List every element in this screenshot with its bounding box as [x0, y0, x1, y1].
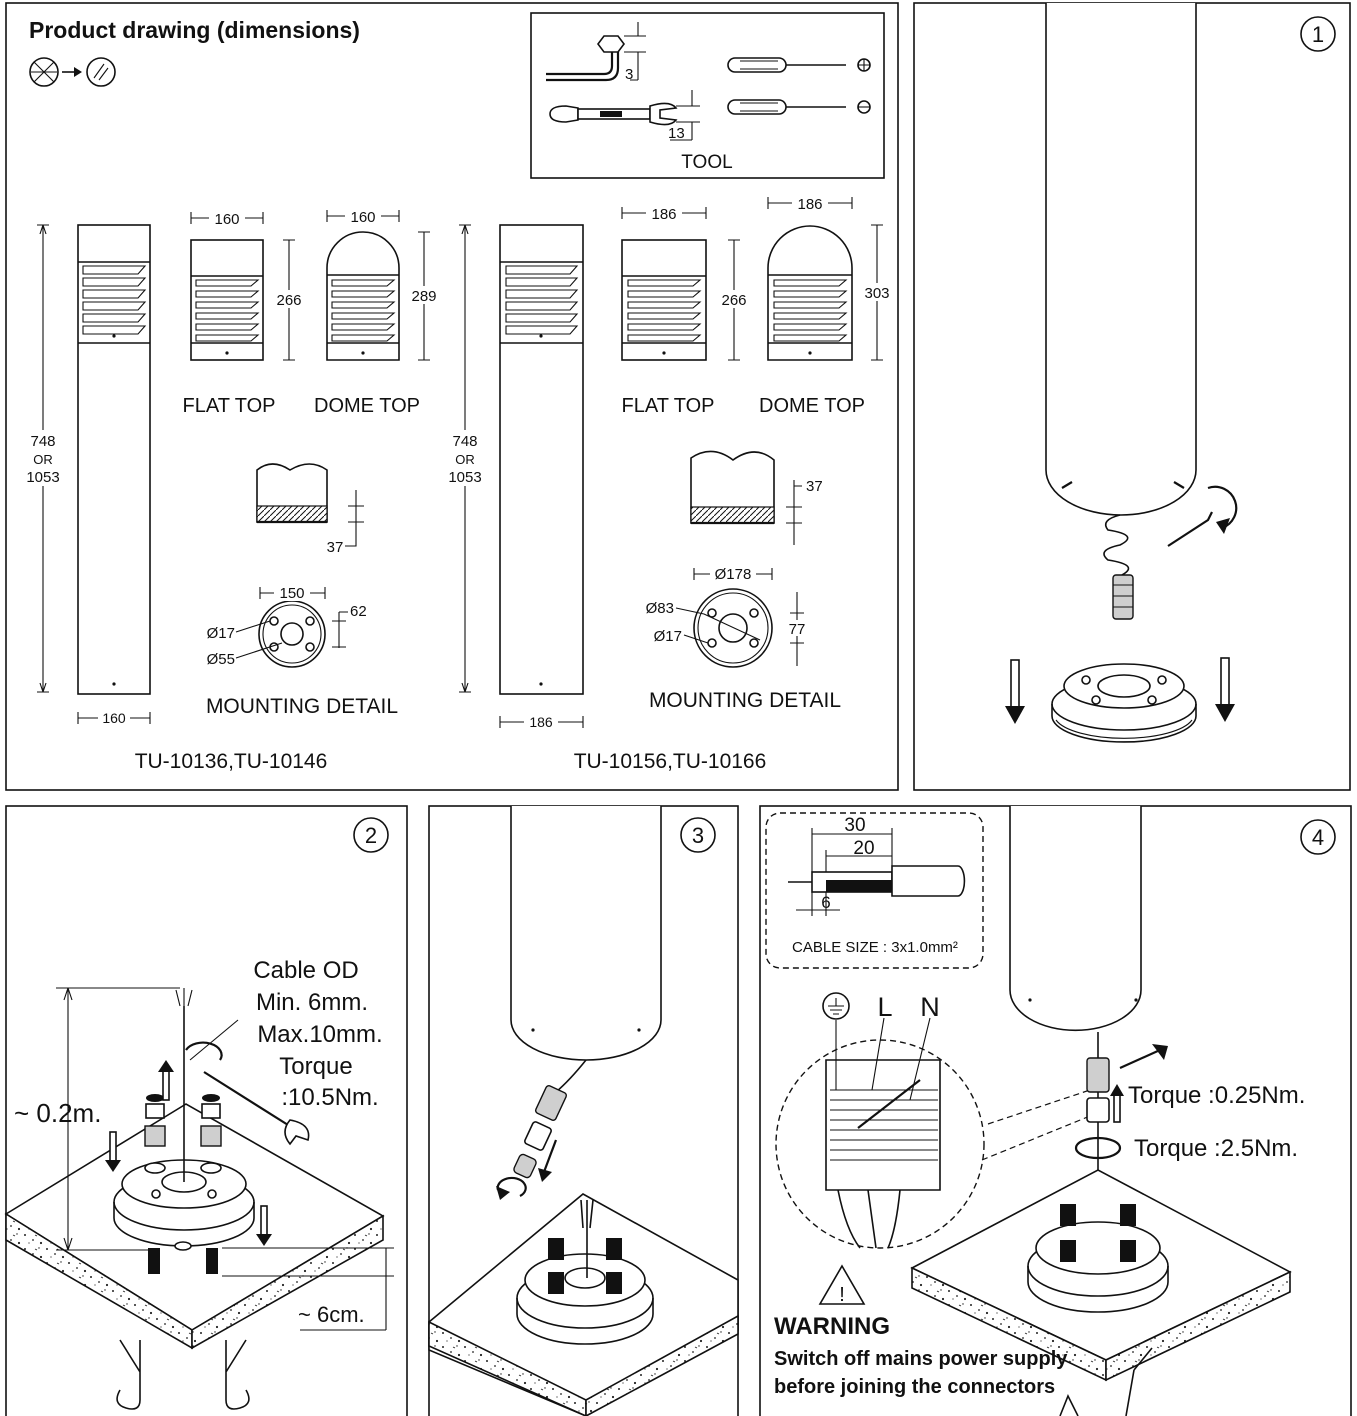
warning-exclamation: ! [839, 1284, 845, 1306]
hex-key-icon [546, 22, 646, 82]
strip-outer-length: 30 [844, 815, 865, 836]
cable-od-line5: :10.5Nm. [281, 1084, 378, 1111]
cable-od-line3: Max.10mm. [257, 1021, 382, 1048]
warning-title: WARNING [774, 1313, 890, 1340]
dome-top-a-label: DOME TOP [314, 395, 420, 417]
terminal-l: L [877, 992, 892, 1022]
hex-size-label: 3 [625, 66, 633, 83]
dome-top-b-height: 303 [864, 285, 889, 302]
flat-screwdriver-icon [727, 99, 871, 115]
mount-b-offset: 77 [789, 621, 806, 638]
step4-number: 4 [1312, 825, 1324, 850]
step2-number: 2 [365, 823, 377, 848]
step1-number: 1 [1312, 22, 1324, 47]
tool-label: TOOL [681, 152, 732, 173]
flat-top-a-label: FLAT TOP [183, 395, 276, 417]
cable-od-line2: Min. 6mm. [256, 989, 368, 1016]
mount-a-center: Ø55 [207, 651, 235, 668]
ground-symbol-icon [822, 992, 850, 1020]
warning-triangle-icon [818, 1264, 866, 1305]
step3-illustration [428, 806, 739, 1416]
model-b-height-1: 748 [452, 433, 477, 450]
spanner-size-label: 13 [668, 125, 685, 142]
flat-top-b-height: 266 [721, 292, 746, 309]
model-b-height-2: OR [455, 452, 475, 467]
phillips-screwdriver-icon [727, 57, 871, 73]
base-b-height: 37 [806, 478, 823, 495]
step2-panel-frame [5, 805, 408, 1416]
step3-number: 3 [692, 823, 704, 848]
base-a-height: 37 [327, 539, 344, 556]
step1-illustration [1005, 3, 1238, 743]
dome-top-b-width: 186 [797, 196, 822, 213]
flat-top-a-height: 266 [276, 292, 301, 309]
strip-inner-length: 20 [853, 838, 874, 859]
model-a-drawing [26, 208, 440, 726]
dome-top-b-label: DOME TOP [759, 395, 865, 417]
depth-note: ~ 6cm. [298, 1302, 365, 1327]
model-a-height-2: OR [33, 452, 53, 467]
torque-gland: Torque :2.5Nm. [1134, 1135, 1298, 1162]
mounting-b-label: MOUNTING DETAIL [649, 689, 841, 712]
dome-top-a-width: 160 [350, 209, 375, 226]
page-title: Product drawing (dimensions) [29, 17, 360, 43]
tool-box: 3 13 TOOL [530, 12, 885, 179]
mount-b-hole: Ø17 [654, 628, 682, 645]
mounting-a-label: MOUNTING DETAIL [206, 695, 398, 718]
model-a-height-1: 748 [30, 433, 55, 450]
step2-number-badge [353, 817, 389, 853]
step4-illustration [775, 806, 1292, 1416]
dome-top-a-height: 289 [411, 288, 436, 305]
model-b-height-3: 1053 [448, 469, 481, 486]
torque-connector: Torque :0.25Nm. [1128, 1082, 1305, 1109]
model-a-codes: TU-10136,TU-10146 [135, 750, 328, 773]
mount-b-center: Ø83 [646, 600, 674, 617]
cable-od-line4: Torque [279, 1053, 352, 1080]
terminal-n: N [920, 992, 940, 1022]
flat-top-b-label: FLAT TOP [622, 395, 715, 417]
height-note: ~ 0.2m. [14, 1098, 101, 1128]
mount-a-offset: 62 [350, 603, 367, 620]
glass-replace-icon [29, 57, 116, 87]
model-b-codes: TU-10156,TU-10166 [574, 750, 767, 773]
warning-line1: Switch off mains power supply [774, 1348, 1068, 1370]
mount-a-width: 150 [279, 585, 304, 602]
step3-number-badge [680, 817, 716, 853]
warning-line2: before joining the connectors [774, 1376, 1055, 1398]
spanner-icon [549, 90, 700, 141]
model-b-width: 186 [529, 714, 553, 730]
step4-number-badge [1300, 819, 1336, 855]
cable-size-label: CABLE SIZE : 3x1.0mm² [792, 939, 958, 956]
model-a-width: 160 [102, 710, 126, 726]
cable-od-line1: Cable OD [253, 957, 358, 984]
strip-conductor-length: 6 [821, 893, 830, 912]
flat-top-b-width: 186 [651, 206, 676, 223]
cable-strip-box [765, 812, 984, 969]
main-panel-frame [5, 2, 899, 791]
step2-illustration [4, 987, 394, 1410]
mount-b-width: Ø178 [715, 566, 752, 583]
mount-a-hole: Ø17 [207, 625, 235, 642]
flat-top-a-width: 160 [214, 211, 239, 228]
step1-number-badge [1300, 16, 1336, 52]
model-a-height-3: 1053 [26, 469, 59, 486]
model-b-drawing [448, 195, 894, 730]
